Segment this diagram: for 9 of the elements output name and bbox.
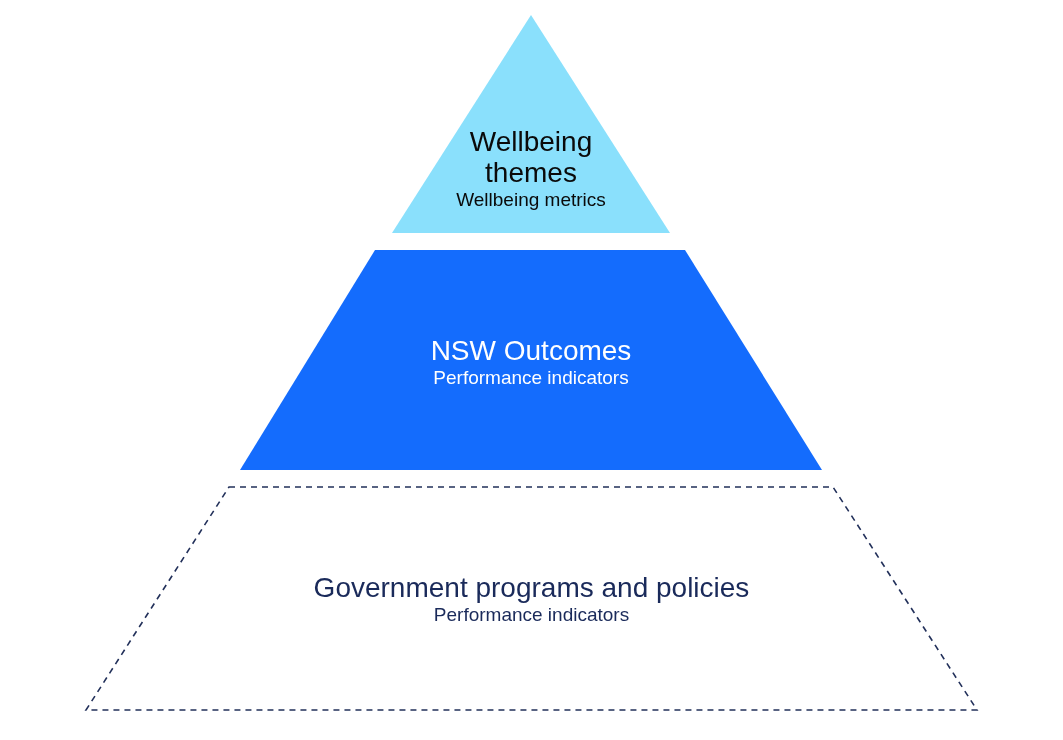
tier-heading: NSW Outcomes xyxy=(430,336,632,367)
tier-heading: Government programs and policies xyxy=(313,573,750,604)
tier-subtitle: Performance indicators xyxy=(433,603,630,627)
tier-subtitle: Wellbeing metrics xyxy=(456,188,606,212)
tier-subtitle: Performance indicators xyxy=(433,366,629,390)
pyramid-tier xyxy=(392,15,670,233)
pyramid-tier xyxy=(86,487,977,710)
pyramid-tier xyxy=(240,250,822,470)
tier-heading: Wellbeing themes xyxy=(468,127,594,189)
